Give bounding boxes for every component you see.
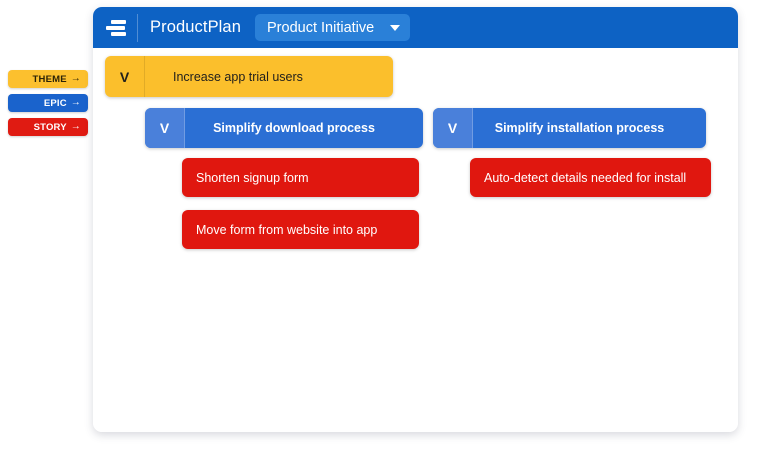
epic-card-title: Simplify download process <box>213 121 375 135</box>
logo-bar-middle <box>106 25 125 30</box>
legend-chip-story[interactable]: STORY → <box>8 118 88 136</box>
arrow-right-icon: → <box>70 97 81 108</box>
legend-chip-story-label: STORY <box>33 121 67 133</box>
collapse-toggle-icon[interactable]: V <box>145 108 185 148</box>
arrow-right-icon: → <box>70 73 81 84</box>
roadmap-canvas: V Increase app trial users V Simplify do… <box>93 48 738 432</box>
story-card-title: Auto-detect details needed for install <box>484 170 687 185</box>
initiative-dropdown[interactable]: Product Initiative <box>255 14 411 41</box>
legend-chip-theme-label: THEME <box>32 73 67 85</box>
app-header: ProductPlan Product Initiative <box>93 7 738 48</box>
initiative-dropdown-label: Product Initiative <box>267 19 375 36</box>
theme-card-title: Increase app trial users <box>173 69 303 84</box>
app-window: ProductPlan Product Initiative V Increas… <box>93 7 738 432</box>
story-card-auto-detect-details-needed-for-install[interactable]: Auto-detect details needed for install <box>470 158 711 197</box>
legend-chip-theme[interactable]: THEME → <box>8 70 88 88</box>
theme-card-increase-app-trial-users[interactable]: V Increase app trial users <box>105 56 393 97</box>
collapse-toggle-icon[interactable]: V <box>105 56 145 97</box>
collapse-toggle-icon[interactable]: V <box>433 108 473 148</box>
legend: THEME → EPIC → STORY → <box>8 70 88 142</box>
story-card-title: Shorten signup form <box>196 170 309 185</box>
brand-name: ProductPlan <box>150 18 241 36</box>
header-divider <box>137 13 138 42</box>
epic-card-title: Simplify installation process <box>494 121 665 135</box>
story-card-title: Move form from website into app <box>196 222 378 237</box>
logo-bar-bottom <box>111 31 126 36</box>
epic-card-simplify-installation-process[interactable]: V Simplify installation process <box>433 108 706 148</box>
epic-card-simplify-download-process[interactable]: V Simplify download process <box>145 108 423 148</box>
legend-chip-epic-label: EPIC <box>43 97 67 109</box>
arrow-right-icon: → <box>70 121 81 132</box>
story-card-move-form-from-website-into-app[interactable]: Move form from website into app <box>182 210 419 249</box>
story-card-shorten-signup-form[interactable]: Shorten signup form <box>182 158 419 197</box>
logo-bar-top <box>111 19 126 24</box>
chevron-down-icon <box>390 24 401 31</box>
legend-chip-epic[interactable]: EPIC → <box>8 94 88 112</box>
stacked-bars-logo-icon[interactable] <box>101 13 131 43</box>
